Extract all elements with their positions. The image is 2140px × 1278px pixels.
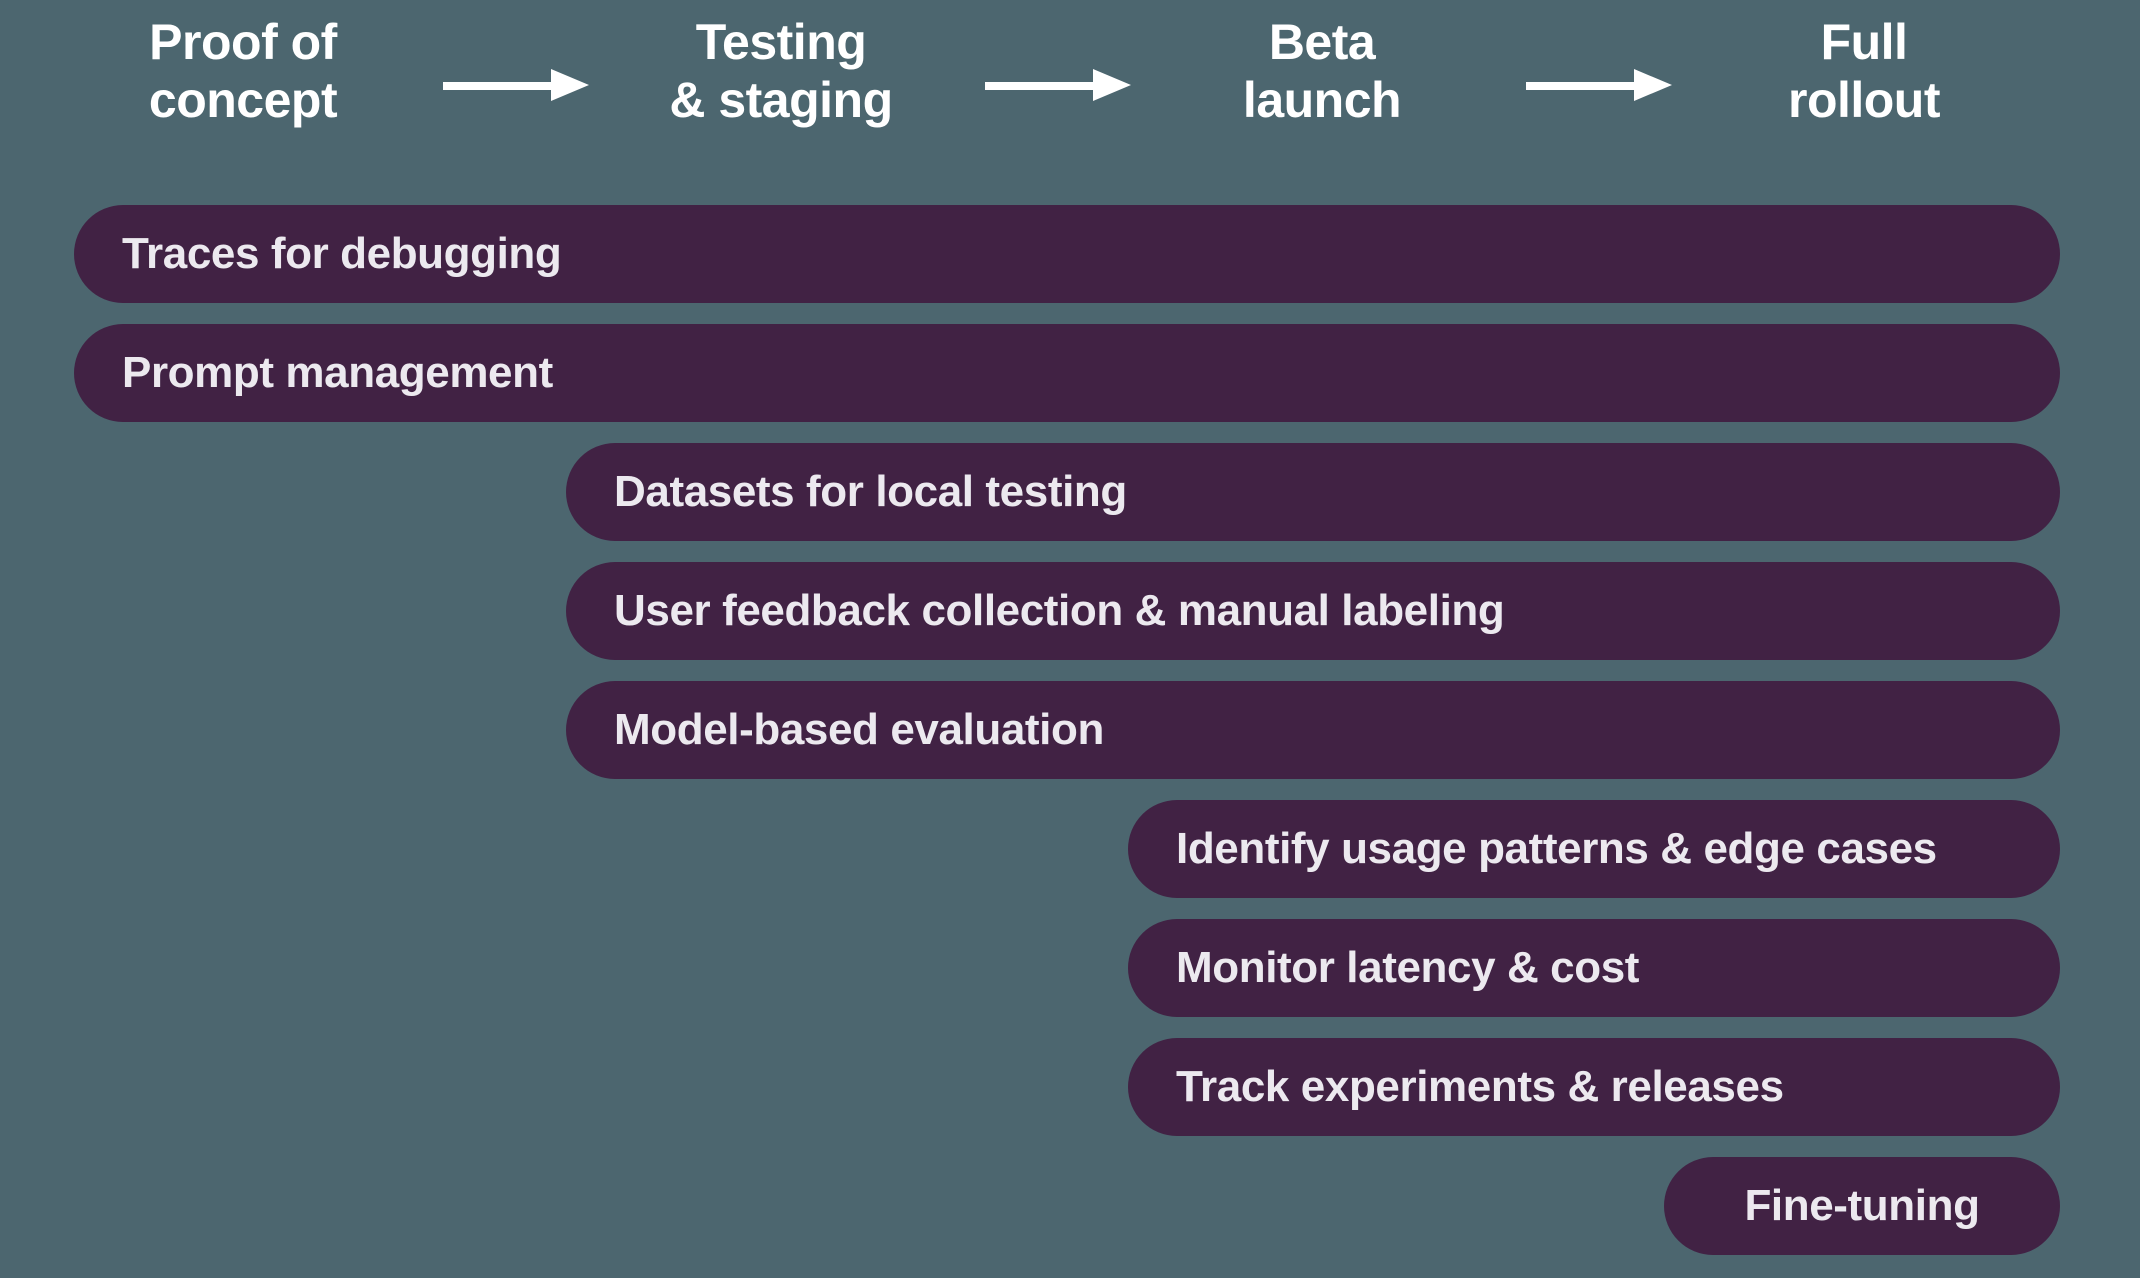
bar-label: User feedback collection & manual labeli… xyxy=(614,586,1505,635)
bar-traces-for-debugging: Traces for debugging xyxy=(74,205,2060,303)
bar-usage-patterns-edge-cases: Identify usage patterns & edge cases xyxy=(1128,800,2060,898)
bar-label: Traces for debugging xyxy=(122,229,562,278)
arrow-right-icon-3 xyxy=(1526,69,1672,101)
bar-datasets-local-testing: Datasets for local testing xyxy=(566,443,2060,541)
arrow-head xyxy=(1634,69,1672,101)
arrow-shaft xyxy=(985,82,1097,90)
bar-label: Fine-tuning xyxy=(1744,1181,1980,1230)
bar-user-feedback-labeling: User feedback collection & manual labeli… xyxy=(566,562,2060,660)
bar-track-experiments-releases: Track experiments & releases xyxy=(1128,1038,2060,1136)
bar-label: Datasets for local testing xyxy=(614,467,1127,516)
bar-label: Prompt management xyxy=(122,348,553,397)
arrow-right-icon-2 xyxy=(985,69,1131,101)
bar-prompt-management: Prompt management xyxy=(74,324,2060,422)
bar-label: Monitor latency & cost xyxy=(1176,943,1640,992)
bar-label: Track experiments & releases xyxy=(1176,1062,1784,1111)
arrow-head xyxy=(1093,69,1131,101)
phase-header-row: Proof of concept Testing & staging Beta … xyxy=(0,0,2140,180)
arrow-shaft xyxy=(1526,82,1638,90)
bar-fine-tuning: Fine-tuning xyxy=(1664,1157,2060,1255)
bar-label: Model-based evaluation xyxy=(614,705,1104,754)
bar-label: Identify usage patterns & edge cases xyxy=(1176,824,1937,873)
arrow-shaft xyxy=(443,82,555,90)
phase-label-beta: Beta launch xyxy=(1242,14,1402,128)
phase-label-testing: Testing & staging xyxy=(669,14,893,128)
arrow-right-icon-1 xyxy=(443,69,589,101)
phase-label-full-rollout: Full rollout xyxy=(1787,14,1941,128)
arrow-head xyxy=(551,69,589,101)
bar-model-based-evaluation: Model-based evaluation xyxy=(566,681,2060,779)
bar-monitor-latency-cost: Monitor latency & cost xyxy=(1128,919,2060,1017)
phase-label-poc: Proof of concept xyxy=(148,14,338,128)
